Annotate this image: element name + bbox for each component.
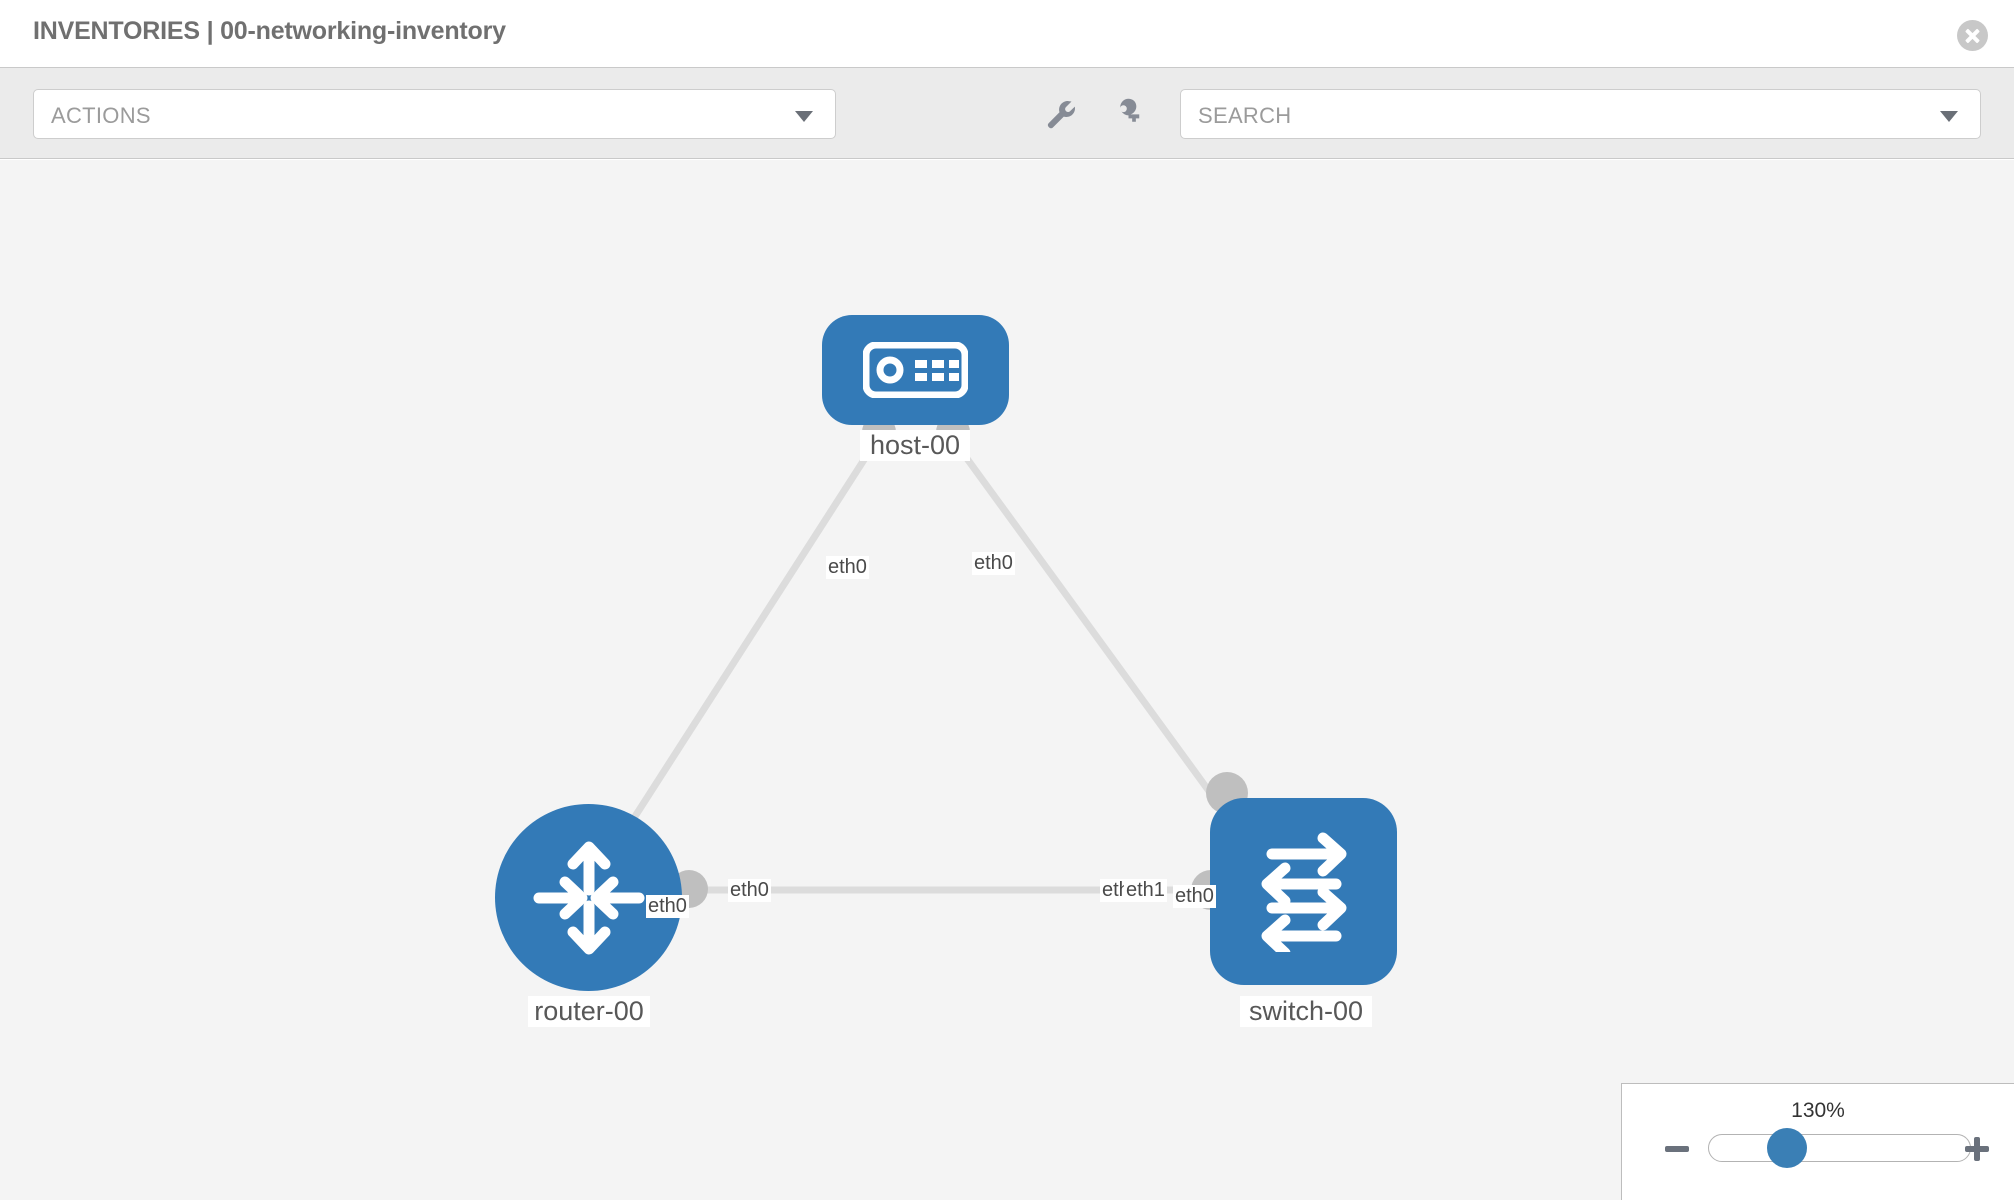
search-input[interactable]: SEARCH <box>1180 89 1981 139</box>
node-switch-00[interactable] <box>1210 798 1397 985</box>
server-icon <box>863 342 968 398</box>
key-icon[interactable] <box>1110 96 1146 132</box>
node-label-host-00: host-00 <box>860 430 970 461</box>
link-host00-router00 <box>622 436 881 834</box>
interface-label: eth0 <box>728 879 771 902</box>
chevron-down-icon[interactable] <box>1940 111 1958 122</box>
actions-dropdown[interactable]: ACTIONS <box>33 89 836 139</box>
interface-label: eth0 <box>826 556 869 579</box>
interface-label: eth0 <box>1173 885 1216 908</box>
zoom-control-panel: 130% <box>1621 1083 2014 1200</box>
router-icon <box>533 841 644 954</box>
node-label-switch-00: switch-00 <box>1240 996 1372 1027</box>
topology-links <box>622 435 1233 894</box>
node-router-00[interactable] <box>495 804 682 991</box>
interface-label: eth0 <box>646 895 689 918</box>
interface-label: eth1 <box>1124 879 1167 902</box>
link-host00-switch00 <box>949 435 1233 823</box>
wrench-icon[interactable] <box>1043 96 1079 132</box>
page-header: INVENTORIES | 00-networking-inventory <box>0 0 2014 68</box>
zoom-out-button[interactable] <box>1662 1134 1692 1164</box>
chevron-down-icon <box>795 111 813 122</box>
zoom-slider-track[interactable] <box>1708 1134 1971 1162</box>
zoom-level-label: 130% <box>1791 1099 1845 1122</box>
breadcrumb: INVENTORIES | 00-networking-inventory <box>33 17 506 45</box>
node-host-00[interactable] <box>822 315 1009 425</box>
actions-dropdown-label: ACTIONS <box>51 103 151 128</box>
switch-icon <box>1261 832 1346 952</box>
interface-label: eth0 <box>972 552 1015 575</box>
search-placeholder: SEARCH <box>1198 103 1292 128</box>
zoom-slider-thumb[interactable] <box>1767 1128 1807 1168</box>
zoom-in-button[interactable] <box>1962 1134 1992 1164</box>
node-label-router-00: router-00 <box>528 996 650 1027</box>
topology-canvas[interactable]: host-00 router-0 <box>0 160 2014 1200</box>
toolbar: ACTIONS SEARCH <box>0 68 2014 159</box>
close-icon[interactable] <box>1957 20 1988 51</box>
